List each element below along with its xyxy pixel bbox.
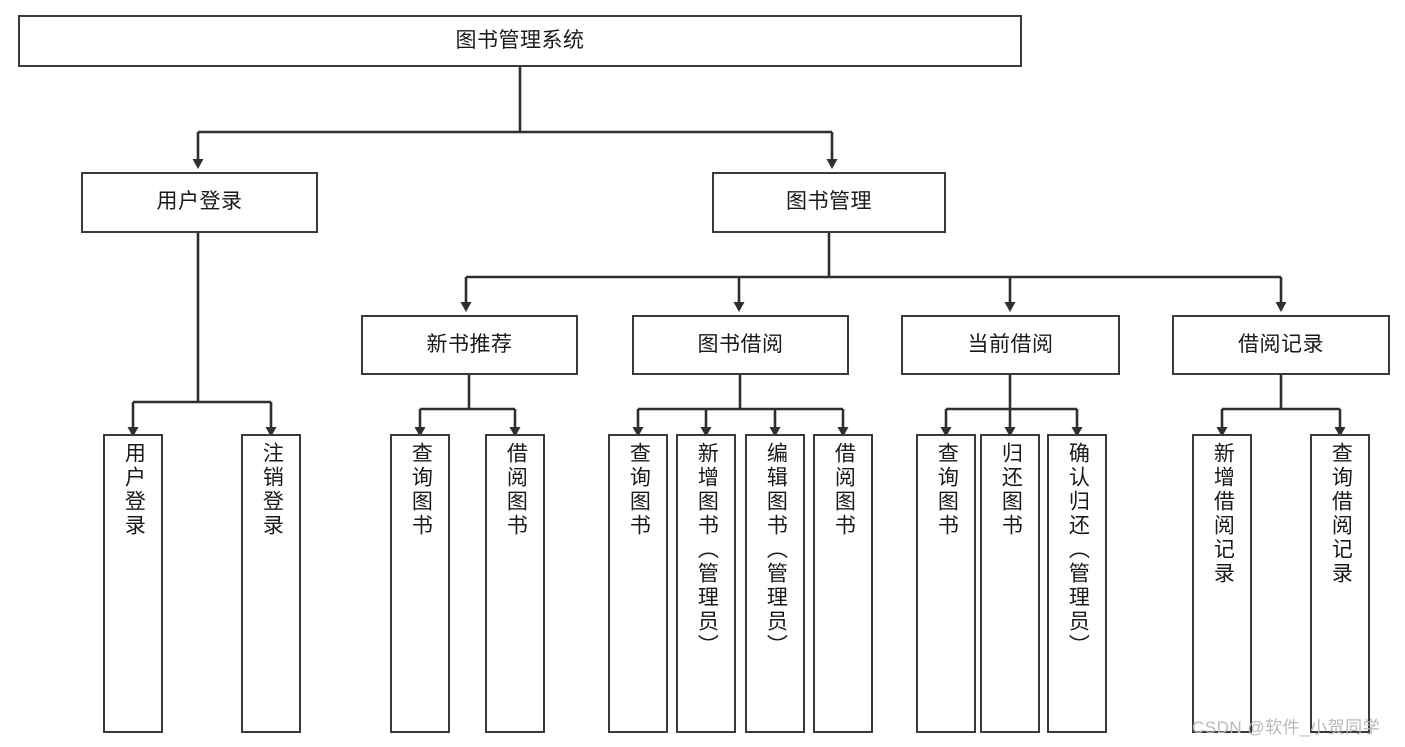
node-label: 归还图书: [999, 442, 1023, 538]
leaf-user-login-logout[interactable]: 注销登录: [241, 434, 301, 733]
node-book-management[interactable]: 图书管理: [712, 172, 946, 233]
leaf-user-login-login[interactable]: 用户登录: [103, 434, 163, 733]
node-label: 用户登录: [156, 190, 243, 214]
node-label: 用户登录: [122, 442, 146, 538]
node-label: 确认归还（管理员）: [1066, 442, 1090, 658]
node-label: 查询图书: [409, 442, 433, 538]
node-user-login[interactable]: 用户登录: [81, 172, 318, 233]
node-label: 图书管理: [786, 190, 872, 214]
leaf-borrow-edit-book[interactable]: 编辑图书（管理员）: [745, 434, 805, 733]
leaf-record-add-record[interactable]: 新增借阅记录: [1192, 434, 1252, 733]
leaf-borrow-borrow-book[interactable]: 借阅图书: [813, 434, 873, 733]
node-label: 查询图书: [627, 442, 651, 538]
node-new-book-recommend[interactable]: 新书推荐: [361, 315, 578, 375]
leaf-borrow-query-book[interactable]: 查询图书: [608, 434, 668, 733]
leaf-borrow-add-book[interactable]: 新增图书（管理员）: [676, 434, 736, 733]
node-label: 新增图书（管理员）: [695, 442, 719, 658]
leaf-current-return-book[interactable]: 归还图书: [980, 434, 1040, 733]
node-current-borrow[interactable]: 当前借阅: [901, 315, 1120, 375]
node-book-borrow[interactable]: 图书借阅: [632, 315, 849, 375]
node-label: 借阅图书: [832, 442, 856, 538]
leaf-recommend-query-book[interactable]: 查询图书: [390, 434, 450, 733]
node-label: 图书借阅: [697, 332, 784, 356]
node-label: 当前借阅: [967, 332, 1054, 356]
node-label: 查询图书: [935, 442, 959, 538]
node-borrow-record[interactable]: 借阅记录: [1172, 315, 1390, 375]
node-label: 新增借阅记录: [1211, 442, 1235, 586]
node-label: 注销登录: [260, 442, 284, 538]
node-label: 新书推荐: [426, 332, 513, 356]
node-label: 借阅图书: [504, 442, 528, 538]
node-root-system[interactable]: 图书管理系统: [18, 15, 1022, 67]
node-label: 查询借阅记录: [1329, 442, 1353, 586]
leaf-record-query-record[interactable]: 查询借阅记录: [1310, 434, 1370, 733]
node-label: 图书管理系统: [455, 28, 585, 52]
leaf-recommend-borrow-book[interactable]: 借阅图书: [485, 434, 545, 733]
leaf-current-query-book[interactable]: 查询图书: [916, 434, 976, 733]
leaf-current-confirm-return[interactable]: 确认归还（管理员）: [1047, 434, 1107, 733]
node-label: 借阅记录: [1238, 332, 1324, 356]
node-label: 编辑图书（管理员）: [764, 442, 788, 658]
watermark-csdn: CSDN @软件_小贺同学: [1192, 718, 1381, 737]
